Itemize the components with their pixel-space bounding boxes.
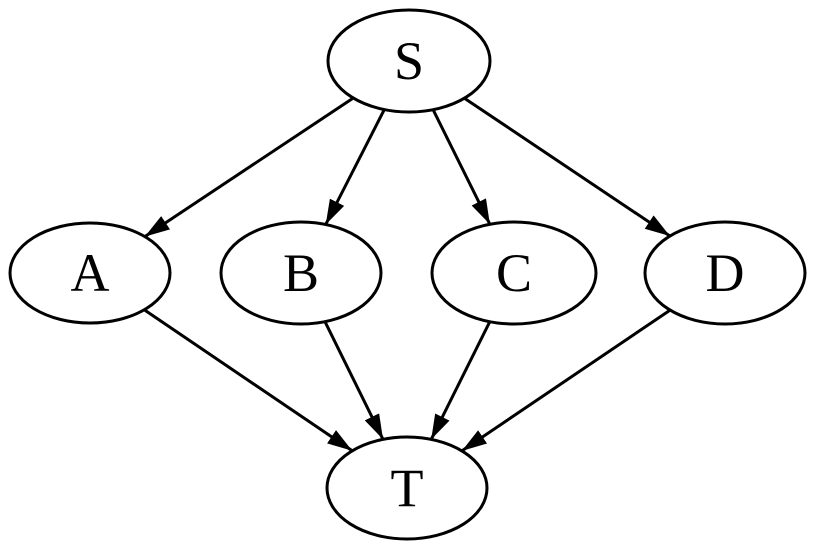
edges-layer: [143, 96, 671, 453]
node-A: A: [8, 221, 172, 325]
edge-D-T: [461, 308, 671, 453]
node-B: B: [219, 220, 383, 326]
node-S: S: [326, 8, 492, 114]
edge-S-D: [463, 96, 671, 238]
node-label-D: D: [706, 243, 745, 303]
node-ellipse-S: [326, 8, 492, 114]
edge-S-B: [324, 108, 386, 226]
edge-C-T: [429, 321, 492, 441]
node-label-B: B: [283, 243, 319, 303]
node-C: C: [430, 220, 598, 326]
node-ellipse-B: [219, 220, 383, 326]
node-D: D: [643, 220, 807, 326]
node-label-T: T: [391, 458, 424, 518]
node-ellipse-A: [8, 221, 172, 325]
node-ellipse-T: [325, 435, 489, 541]
edge-A-T: [143, 308, 354, 453]
edge-B-T: [323, 321, 385, 440]
node-ellipse-D: [643, 220, 807, 326]
edge-S-A: [143, 96, 355, 238]
node-ellipse-C: [430, 220, 598, 326]
node-label-A: A: [71, 243, 110, 303]
node-T: T: [325, 435, 489, 541]
nodes-layer: S A B C D T: [8, 8, 807, 541]
edge-S-C: [431, 109, 492, 225]
node-label-C: C: [496, 243, 532, 303]
node-label-S: S: [394, 31, 424, 91]
